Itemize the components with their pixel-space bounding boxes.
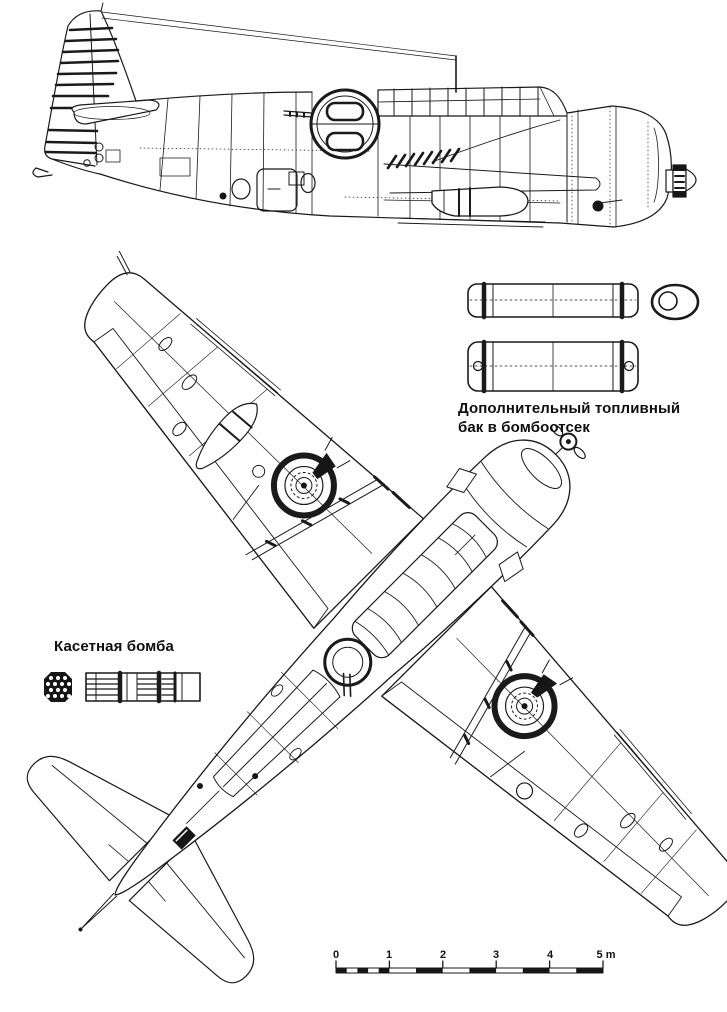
side-view-drawing [32,2,697,228]
fuel-tank-caption: Дополнительный топливный бак в бомбоотсе… [458,399,680,437]
scale-bar-segments [336,968,603,973]
scale-tick-0: 0 [333,949,339,961]
cluster-bomb-caption: Касетная бомба [54,638,174,655]
wing-drop-tank [195,402,266,478]
scale-tick-4: 4 [547,949,554,961]
fuel-tank-end-drawing [650,283,700,321]
cluster-bomb-end-drawing [44,672,72,702]
fuel-tank-caption-line1: Дополнительный топливный [458,400,681,417]
cluster-bomb-figure [44,670,201,704]
fuel-tank-side-drawing [467,281,639,320]
bomb-bay-tank [431,186,529,217]
plan-propeller-hub [550,424,586,460]
scale-tick-5: 5 m [597,949,616,961]
propeller-hub [665,164,697,198]
scale-tick-3: 3 [493,949,499,961]
gun-turret [283,88,381,160]
fuel-tank-caption-line2: бак в бомбоотсек [458,419,590,436]
fuel-tank-figure [467,281,700,394]
scale-bar: 0 1 2 3 4 5 m [333,949,616,974]
rudder-stripes [44,26,120,155]
cluster-bomb-side-drawing [85,670,201,704]
scale-tick-2: 2 [440,949,446,961]
fuel-tank-top-drawing [467,339,639,394]
plan-view-drawing [12,116,727,998]
scale-tick-1: 1 [386,949,392,961]
far-wing-hatch [386,147,461,170]
